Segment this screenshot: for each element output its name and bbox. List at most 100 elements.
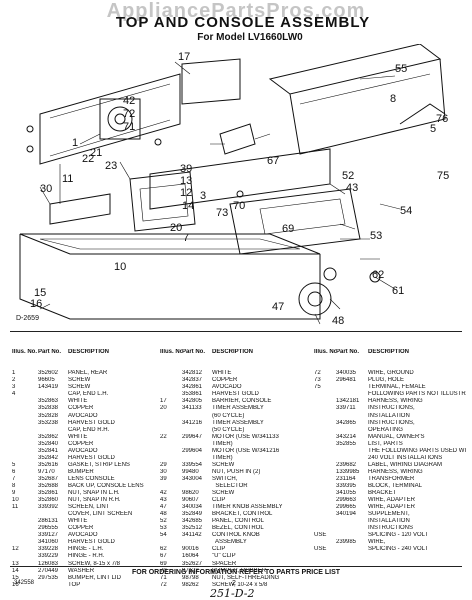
part-description: PANEL, REAR <box>68 370 108 377</box>
illus-number <box>314 455 336 462</box>
timer-knob-outline <box>298 282 332 316</box>
part-description: COPPER <box>68 440 94 447</box>
callout-14: 14 <box>182 200 194 212</box>
table-row: INSTRUCTIONS <box>314 525 466 532</box>
part-description: PANEL, CONTROL <box>212 518 264 525</box>
callout-71: 71 <box>123 121 135 133</box>
part-description: TIMER ASSEMBLY <box>212 405 264 412</box>
table-header: Illus. No. Part No. DESCRIPTION <box>314 349 410 356</box>
part-number: 341133 <box>182 405 202 412</box>
part-number: 341142 <box>182 532 202 539</box>
part-number: 352849 <box>182 511 203 518</box>
illus-number <box>160 420 182 427</box>
part-number: 352841 <box>38 447 59 454</box>
part-description: INSTRUCTIONS, <box>368 419 415 426</box>
part-description: TRANSFORMER <box>368 475 415 482</box>
part-number: 97170 <box>38 468 55 475</box>
part-number <box>336 391 368 398</box>
callout-69: 69 <box>282 223 294 235</box>
part-description: SCREW, 8-15 x 7/8 <box>68 560 121 567</box>
part-number: 339554 <box>182 461 203 468</box>
illus-number <box>314 434 336 441</box>
callout-7: 7 <box>183 232 189 244</box>
part-number <box>336 448 368 455</box>
part-description: HARNESS, WIRING <box>368 468 423 475</box>
part-description: BACK UP, CONSOLE LENS <box>68 482 144 489</box>
callout-47: 47 <box>272 301 284 313</box>
table-row: THE FOLLOWING PARTS USED WITH <box>314 448 466 455</box>
part-description: (50 CYCLE) <box>212 426 245 433</box>
part-number: 286131 <box>38 518 59 525</box>
part-number <box>182 455 212 462</box>
illus-number <box>314 391 336 398</box>
part-description: TIMER) <box>212 454 233 461</box>
illus-number: 48 <box>160 511 167 518</box>
part-number: 1342181 <box>336 398 360 405</box>
part-description: COPPER <box>68 525 94 532</box>
callout-16: 16 <box>30 298 42 310</box>
illus-number <box>314 420 336 427</box>
callout-52: 52 <box>342 170 354 182</box>
callout-1: 1 <box>72 137 78 149</box>
part-number <box>182 441 212 448</box>
part-number: 340194 <box>336 511 357 518</box>
part-number <box>336 427 368 434</box>
illus-number: 54 <box>160 532 167 539</box>
illus-number <box>160 441 182 448</box>
part-number: 126083 <box>38 560 59 567</box>
part-number: 352627 <box>182 560 203 567</box>
part-number: 98620 <box>182 490 199 497</box>
illus-number <box>12 405 38 412</box>
part-number <box>336 525 368 532</box>
part-description: MANUAL, OWNER'S <box>368 433 425 440</box>
part-number: 342812 <box>182 370 203 377</box>
callout-10: 10 <box>114 261 126 273</box>
callout-8: 8 <box>390 93 396 105</box>
illus-number: 4 <box>12 391 16 398</box>
table-row: (60 CYCLE) <box>160 413 310 420</box>
table-bottom-rule <box>10 566 462 567</box>
illus-number: 11 <box>12 504 19 511</box>
table-row: TIMER) <box>160 441 310 448</box>
illus-number: 9 <box>12 490 16 497</box>
part-description: SCREW <box>68 384 91 391</box>
illus-number <box>314 448 336 455</box>
callout-76: 76 <box>436 113 448 125</box>
part-number: 340034 <box>182 504 203 511</box>
illus-number <box>160 413 182 420</box>
callout-20: 20 <box>170 222 182 234</box>
callout-70: 70 <box>233 200 245 212</box>
part-number: 352861 <box>38 490 59 497</box>
table-row: TIMER) <box>160 455 310 462</box>
illus-number <box>314 441 336 448</box>
table-row: SELECTOR <box>160 483 310 490</box>
part-description: CLIP <box>212 497 226 504</box>
illus-number: 43 <box>160 497 167 504</box>
illus-number <box>314 525 336 532</box>
illus-number: 29 <box>160 461 167 468</box>
